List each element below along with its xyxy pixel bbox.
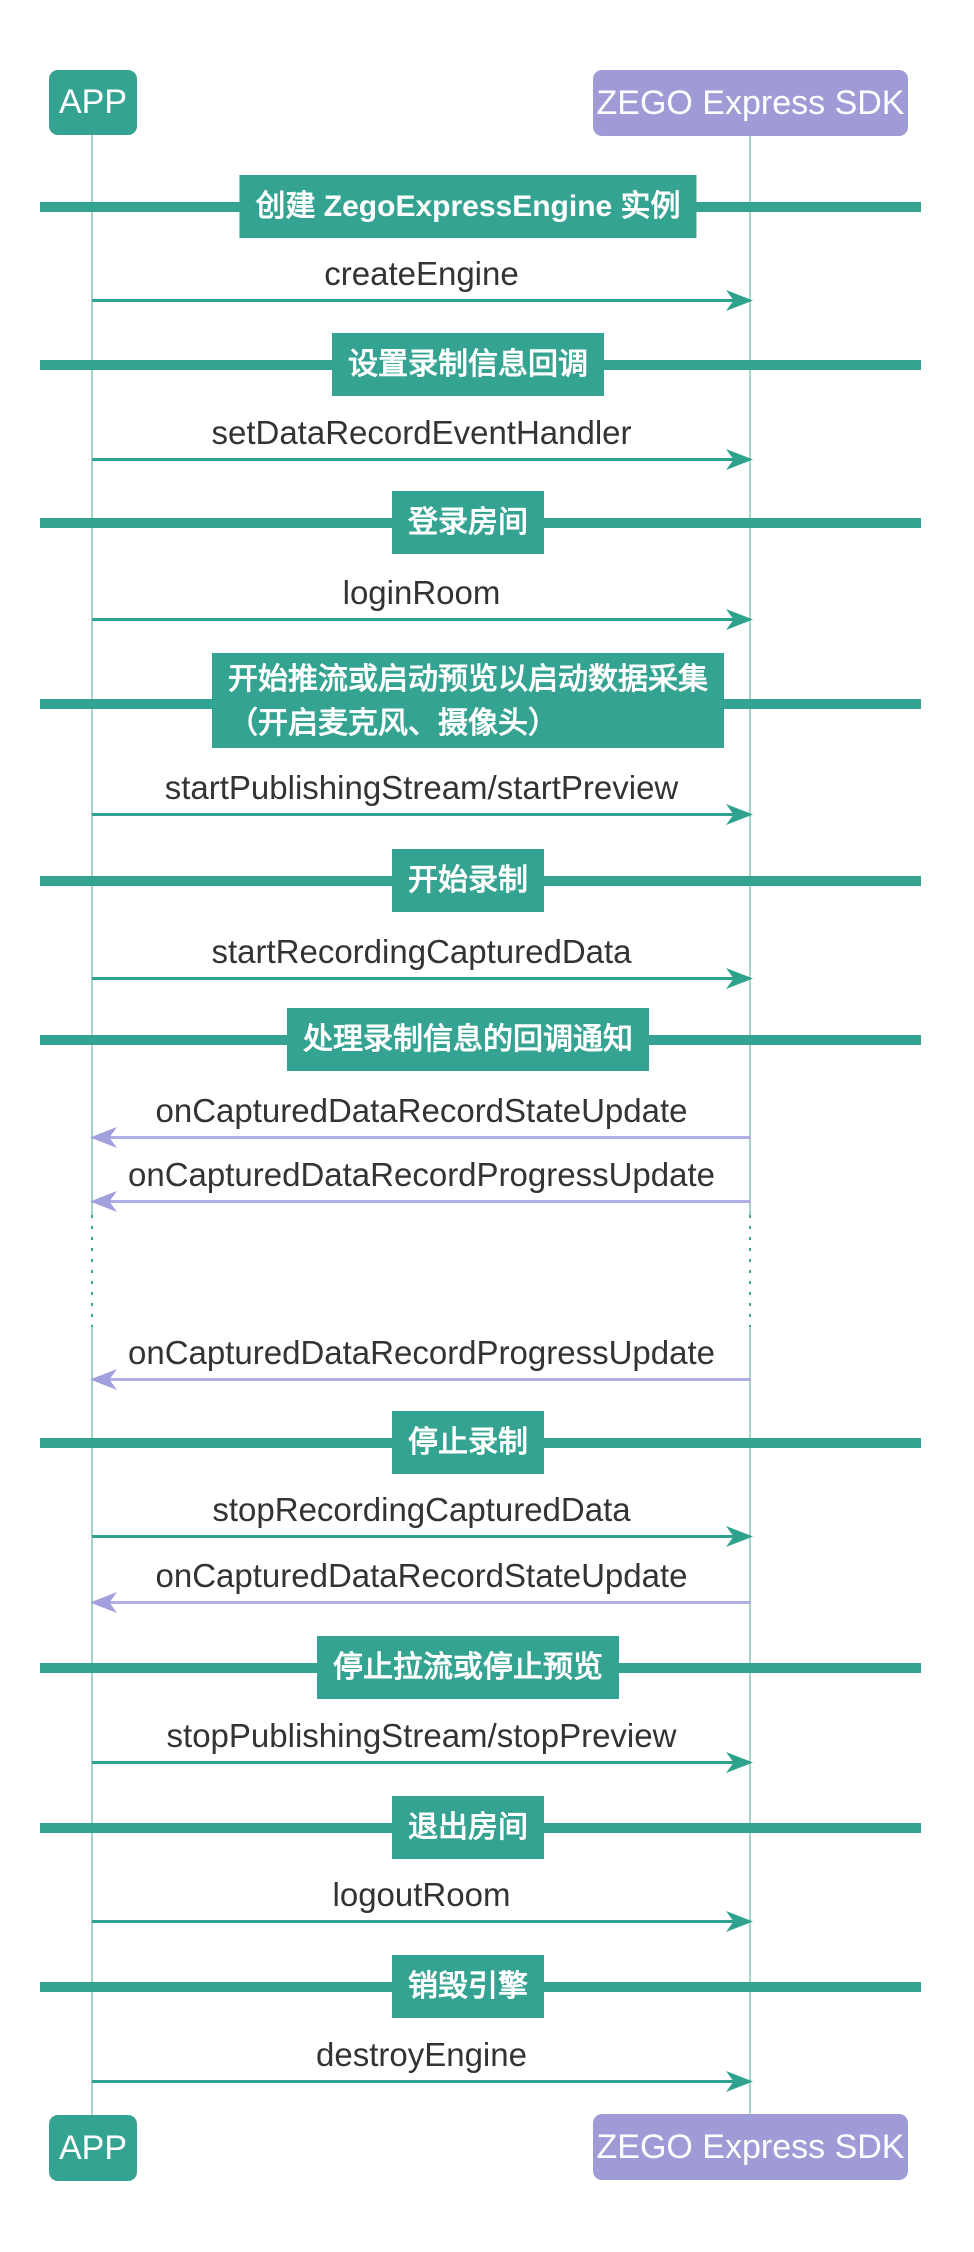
section-label: 退出房间 — [392, 1796, 544, 1859]
message-start-recording-captured-data: startRecordingCapturedData — [92, 933, 753, 989]
arrow-line — [92, 299, 737, 302]
message-label: stopRecordingCapturedData — [212, 1491, 631, 1528]
lifeline-app-solid-top — [91, 135, 93, 1215]
message-set-data-record-event-handler: setDataRecordEventHandler — [92, 414, 753, 470]
message-logout-room: logoutRoom — [92, 1876, 753, 1932]
arrow-line — [92, 1920, 737, 1923]
message-label: loginRoom — [342, 574, 501, 611]
message-login-room: loginRoom — [92, 574, 753, 630]
section-label-line2: （开启麦克风、摄像头） — [228, 707, 558, 740]
section-label: 开始录制 — [392, 849, 544, 912]
lifeline-sdk-dotted-gap — [749, 1215, 751, 1327]
actor-box-sdk-bottom: ZEGO Express SDK — [593, 2114, 908, 2180]
message-label: setDataRecordEventHandler — [211, 414, 632, 451]
message-label: onCapturedDataRecordProgressUpdate — [127, 1156, 715, 1193]
section-label: 设置录制信息回调 — [332, 333, 604, 396]
message-label: logoutRoom — [332, 1876, 511, 1913]
message-on-captured-data-record-state-update: onCapturedDataRecordStateUpdate — [90, 1557, 751, 1613]
arrow-line — [106, 1136, 751, 1139]
message-label: startRecordingCapturedData — [211, 933, 632, 970]
arrow-line — [92, 1535, 737, 1538]
message-create-engine: createEngine — [92, 255, 753, 311]
lifeline-app-solid-bottom — [91, 1327, 93, 2115]
arrow-line — [106, 1200, 751, 1203]
message-label: createEngine — [324, 255, 519, 292]
section-label: 创建 ZegoExpressEngine 实例 — [239, 175, 697, 238]
arrow-line — [92, 1761, 737, 1764]
message-on-captured-data-record-progress-update: onCapturedDataRecordProgressUpdate — [90, 1156, 751, 1212]
section-label: 开始推流或启动预览以启动数据采集 （开启麦克风、摄像头） — [212, 653, 724, 748]
arrow-line — [92, 458, 737, 461]
actor-box-sdk-top: ZEGO Express SDK — [593, 70, 908, 136]
message-label: onCapturedDataRecordStateUpdate — [155, 1092, 688, 1129]
actor-box-app-top: APP — [49, 70, 137, 135]
message-stop-recording-captured-data: stopRecordingCapturedData — [92, 1491, 753, 1547]
message-start-publishing-stream: startPublishingStream/startPreview — [92, 769, 753, 825]
actor-box-app-bottom: APP — [49, 2115, 137, 2181]
section-label-line1: 开始推流或启动预览以启动数据采集 — [228, 663, 708, 696]
section-label: 停止拉流或停止预览 — [317, 1636, 619, 1699]
lifeline-app-dotted-gap — [91, 1215, 93, 1327]
lifeline-sdk-solid-top — [749, 136, 751, 1215]
section-label: 停止录制 — [392, 1411, 544, 1474]
arrow-line — [92, 813, 737, 816]
message-label: onCapturedDataRecordStateUpdate — [155, 1557, 688, 1594]
arrow-line — [92, 618, 737, 621]
arrow-line — [92, 2080, 737, 2083]
section-label: 登录房间 — [392, 491, 544, 554]
message-label: destroyEngine — [316, 2036, 527, 2073]
arrow-line — [106, 1378, 751, 1381]
section-label: 销毁引擎 — [392, 1955, 544, 2018]
arrow-line — [92, 977, 737, 980]
message-label: startPublishingStream/startPreview — [164, 769, 679, 806]
message-destroy-engine: destroyEngine — [92, 2036, 753, 2092]
message-on-captured-data-record-progress-update: onCapturedDataRecordProgressUpdate — [90, 1334, 751, 1390]
message-label: stopPublishingStream/stopPreview — [166, 1717, 677, 1754]
arrow-line — [106, 1601, 751, 1604]
message-label: onCapturedDataRecordProgressUpdate — [127, 1334, 715, 1371]
section-label: 处理录制信息的回调通知 — [287, 1008, 649, 1071]
message-stop-publishing-stream: stopPublishingStream/stopPreview — [92, 1717, 753, 1773]
lifeline-sdk-solid-bottom — [749, 1327, 751, 2114]
message-on-captured-data-record-state-update: onCapturedDataRecordStateUpdate — [90, 1092, 751, 1148]
